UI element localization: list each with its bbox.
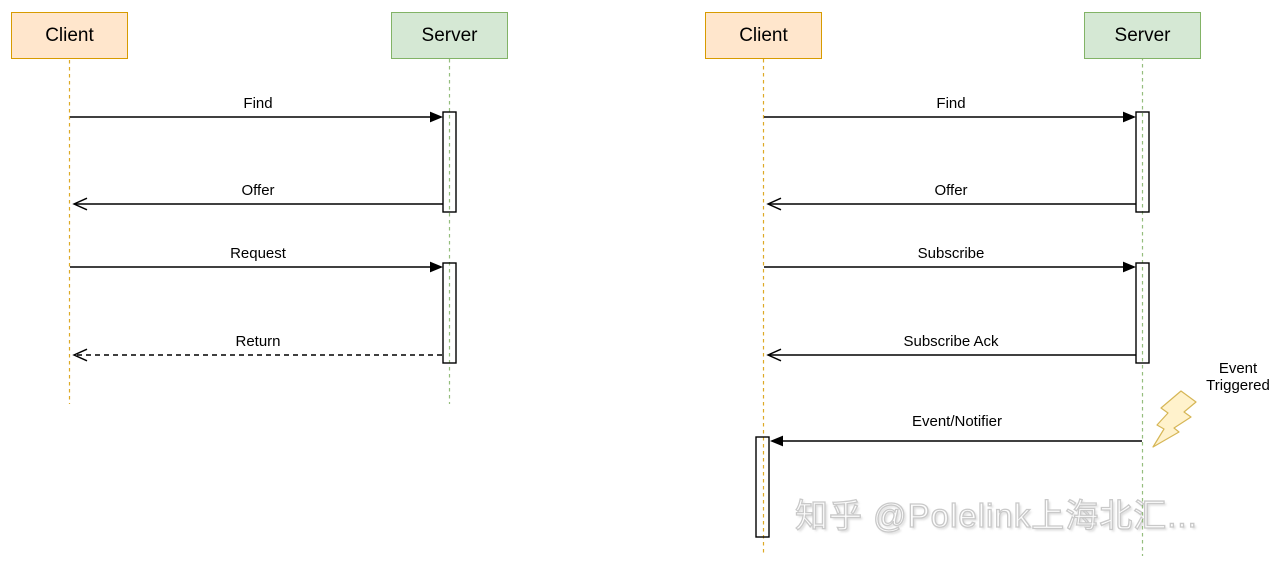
return-arrowhead-icon <box>72 348 88 362</box>
event-notifier-message-label: Event/Notifier <box>911 413 1003 430</box>
subscribe-ack-message-label: Subscribe Ack <box>903 333 999 350</box>
left-server-activation-2 <box>442 262 457 364</box>
subscribe-arrowhead-icon <box>1123 261 1136 273</box>
left-diagram-lines <box>68 59 457 404</box>
left-client-label: Client <box>45 24 94 46</box>
left-server-actor: Server <box>391 12 508 59</box>
request-arrowhead-icon <box>430 261 443 273</box>
right-client-actor: Client <box>705 12 822 59</box>
watermark-text: 知乎 @Polelink上海北汇... <box>794 496 1198 534</box>
right-server-activation-1 <box>1135 111 1150 213</box>
subscribe-message-label: Subscribe <box>917 245 985 262</box>
offer-arrowhead-icon <box>72 197 88 211</box>
right-diagram-lines <box>755 57 1197 556</box>
left-server-activation-1 <box>442 111 457 213</box>
offer-message-label-right: Offer <box>934 182 968 199</box>
find-arrowhead-icon-right <box>1123 111 1136 123</box>
left-server-label: Server <box>421 24 478 46</box>
right-client-activation <box>755 436 770 538</box>
right-server-actor: Server <box>1084 12 1201 59</box>
find-message-label: Find <box>243 95 273 112</box>
find-arrowhead-icon <box>430 111 443 123</box>
offer-message-label: Offer <box>241 182 275 199</box>
right-server-label: Server <box>1114 24 1171 46</box>
left-client-actor: Client <box>11 12 128 59</box>
event-triggered-annotation: Event Triggered <box>1206 360 1270 394</box>
request-message-label: Request <box>230 245 286 262</box>
subscribe-ack-arrowhead-icon <box>766 348 782 362</box>
right-client-label: Client <box>739 24 788 46</box>
event-notifier-arrowhead-icon <box>770 435 783 447</box>
right-server-activation-2 <box>1135 262 1150 364</box>
find-message-label-right: Find <box>936 95 966 112</box>
return-message-label: Return <box>235 333 281 350</box>
offer-arrowhead-icon-right <box>766 197 782 211</box>
lightning-bolt-icon <box>1152 390 1197 448</box>
